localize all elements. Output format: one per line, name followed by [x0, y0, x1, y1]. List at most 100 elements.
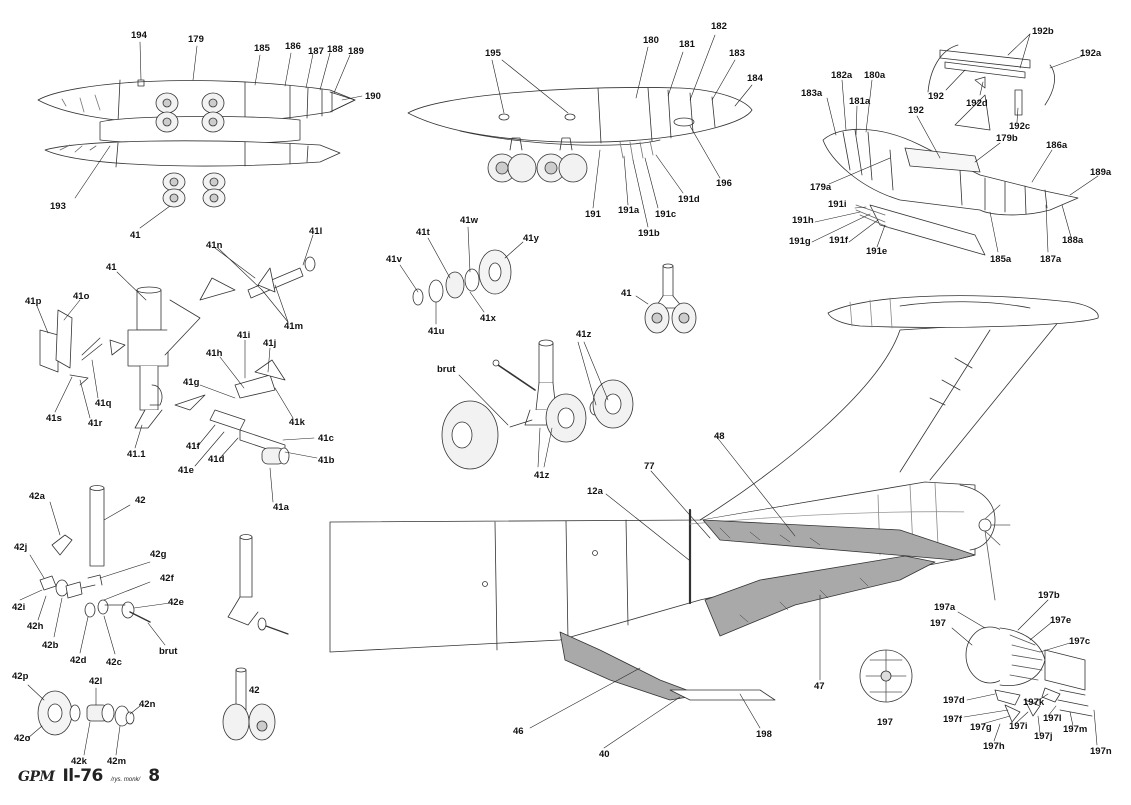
- part-label: brut: [437, 364, 456, 375]
- wheel-41-parts: [413, 250, 511, 305]
- part-label: 188: [327, 44, 343, 55]
- part-label: 191e: [866, 246, 888, 257]
- part-label: 41i: [237, 330, 251, 341]
- part-label: 192b: [1032, 26, 1054, 37]
- part-label: 41q: [95, 398, 112, 409]
- part-label: brut: [159, 646, 178, 657]
- part-label: 194: [131, 30, 147, 41]
- part-label: 180: [643, 35, 659, 46]
- part-label: 42l: [89, 676, 103, 687]
- part-label: 191: [585, 209, 601, 220]
- part-label: 180a: [864, 70, 886, 81]
- wheel-42-parts: [38, 691, 134, 735]
- publisher-logo: GPM: [18, 769, 55, 785]
- part-label: 197d: [943, 695, 965, 706]
- part-label: 196: [716, 178, 732, 189]
- part-label: 197: [930, 618, 946, 629]
- part-label: 41w: [460, 215, 478, 226]
- part-label: 197m: [1063, 724, 1088, 735]
- part-label: 186: [285, 41, 301, 52]
- sheet-footer: GPM Il-76 /rys. monk/ 8: [18, 766, 160, 790]
- fairing-exploded: [823, 45, 1078, 255]
- part-label: 184: [747, 73, 763, 84]
- part-label: 42o: [14, 733, 31, 744]
- part-label: 47: [814, 681, 825, 692]
- part-label: 198: [756, 729, 772, 740]
- part-label: 41r: [88, 418, 103, 429]
- part-label: 183: [729, 48, 745, 59]
- nose-gear-41z-exploded: [442, 340, 633, 469]
- part-label: 41: [106, 262, 117, 273]
- part-label: 42h: [27, 621, 44, 632]
- part-label: 42e: [168, 597, 184, 608]
- part-label: 42f: [160, 573, 174, 584]
- part-label: 41s: [46, 413, 62, 424]
- part-label: 41c: [318, 433, 334, 444]
- part-label: 197c: [1069, 636, 1091, 647]
- nose-gear-41-exploded: [40, 257, 315, 464]
- part-label: 42d: [70, 655, 87, 666]
- part-label: 42: [249, 685, 260, 696]
- part-label: 191a: [618, 205, 640, 216]
- engine-197-exploded: [966, 627, 1092, 722]
- part-label: 195: [485, 48, 501, 59]
- part-label: 197g: [970, 722, 992, 733]
- nose-gear-41-leaders: [37, 235, 317, 502]
- part-label: 192d: [966, 98, 988, 109]
- part-label: 187a: [1040, 254, 1062, 265]
- gear-fairing-side-view: [45, 141, 340, 167]
- part-label: 41z: [576, 329, 592, 340]
- part-label: 42p: [12, 671, 29, 682]
- part-label: 189a: [1090, 167, 1112, 178]
- part-label: 41k: [289, 417, 305, 428]
- part-label: 185a: [990, 254, 1012, 265]
- gear-fairing-top-view: [38, 80, 355, 144]
- main-gear-42-exploded: [40, 486, 150, 623]
- part-label: 186a: [1046, 140, 1068, 151]
- part-label: 191h: [792, 215, 814, 226]
- part-label: 197f: [943, 714, 963, 725]
- main-fairing-wheels: [488, 138, 587, 182]
- part-label: 192: [908, 105, 924, 116]
- part-label: 197b: [1038, 590, 1060, 601]
- part-label: 181a: [849, 96, 871, 107]
- part-label: 191d: [678, 194, 700, 205]
- page-number: 8: [148, 766, 161, 786]
- part-label: 197h: [983, 741, 1005, 752]
- part-label: 41j: [263, 338, 277, 349]
- part-label: 41b: [318, 455, 335, 466]
- model-title: Il-76: [62, 766, 103, 786]
- part-label: 41n: [206, 240, 223, 251]
- part-label: 197j: [1034, 731, 1053, 742]
- part-label: 179: [188, 34, 204, 45]
- part-label: 197a: [934, 602, 956, 613]
- part-label: 41h: [206, 348, 223, 359]
- part-label: 41y: [523, 233, 539, 244]
- part-label: 41p: [25, 296, 42, 307]
- part-label: 188a: [1062, 235, 1084, 246]
- fuselage-leaders: [530, 436, 820, 748]
- part-label: 41l: [309, 226, 323, 237]
- engine-197-small: [860, 650, 912, 702]
- part-label: 42m: [107, 756, 127, 767]
- main-gear-42-leaders: [20, 502, 170, 654]
- part-label: 48: [714, 431, 725, 442]
- part-label: 40: [599, 749, 610, 760]
- part-label: 197i: [1009, 721, 1028, 732]
- part-label: 192c: [1009, 121, 1031, 132]
- part-label: 41m: [284, 321, 304, 332]
- part-label: 41g: [183, 377, 200, 388]
- part-label: 191i: [828, 199, 847, 210]
- part-label: 42b: [42, 640, 59, 651]
- panel-details: [720, 528, 868, 622]
- part-label: 41d: [208, 454, 225, 465]
- part-label: 42g: [150, 549, 167, 560]
- part-label: 42a: [29, 491, 45, 502]
- part-label: 191c: [655, 209, 677, 220]
- part-label: 187: [308, 46, 324, 57]
- part-label: 41: [130, 230, 141, 241]
- wheel-41-leaders: [400, 227, 523, 324]
- part-label: 42k: [71, 756, 87, 767]
